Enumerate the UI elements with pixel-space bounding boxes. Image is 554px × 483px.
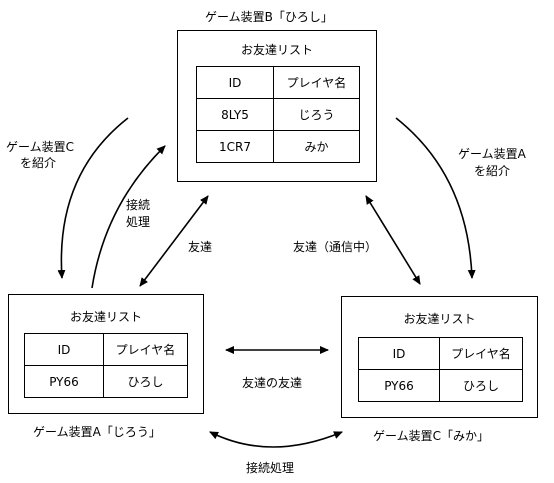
cell-player-name: じろう — [273, 98, 360, 131]
intro-a-arrow — [395, 117, 476, 279]
table-row: PY66 ひろし — [358, 369, 523, 402]
device-b-label: ゲーム装置B「ひろし」 — [205, 10, 333, 24]
col-header-player-name: プレイヤ名 — [103, 333, 188, 366]
device-a-box: お友達リスト ID プレイヤ名 PY66 ひろし — [8, 294, 204, 414]
col-header-id: ID — [196, 66, 274, 99]
connect-ab-arrow — [91, 145, 166, 289]
col-header-id: ID — [24, 333, 104, 366]
device-a-list-title: お友達リスト — [69, 310, 142, 324]
intro-c-label-line2: を紹介 — [20, 156, 57, 170]
device-b-box: お友達リスト ID プレイヤ名 8LY5 じろう 1CR7 みか — [177, 30, 377, 182]
intro-c-label-line1: ゲーム装置C — [6, 140, 75, 154]
cell-id: 1CR7 — [196, 130, 274, 163]
device-b-list-title: お友達リスト — [240, 43, 313, 57]
friend-bc-label: 友達（通信中） — [293, 240, 378, 254]
connect-ac-arrow — [209, 431, 343, 448]
connect-ab-label-line1: 接続 — [126, 198, 151, 212]
cell-player-name: ひろし — [103, 365, 188, 398]
cell-id: PY66 — [358, 369, 440, 402]
cell-player-name: ひろし — [439, 369, 523, 402]
intro-c-arrow — [57, 117, 129, 279]
table-row: 1CR7 みか — [196, 130, 360, 163]
cell-player-name: みか — [273, 130, 360, 163]
connect-ab-label-line2: 処理 — [126, 215, 151, 229]
friend-of-friend-label: 友達の友達 — [242, 376, 303, 390]
intro-a-label-line1: ゲーム装置A — [458, 147, 526, 161]
connect-ac-label: 接続処理 — [246, 461, 295, 475]
friend-ab-arrow — [139, 195, 209, 287]
device-c-box: お友達リスト ID プレイヤ名 PY66 ひろし — [341, 296, 538, 418]
device-a-friend-table: ID プレイヤ名 PY66 ひろし — [24, 333, 188, 398]
table-row: 8LY5 じろう — [196, 98, 360, 131]
friend-ab-label: 友達 — [188, 240, 213, 254]
col-header-player-name: プレイヤ名 — [273, 66, 360, 99]
friend-bc-arrow — [365, 195, 421, 285]
table-row: PY66 ひろし — [24, 365, 188, 398]
device-c-list-title: お友達リスト — [403, 312, 476, 326]
col-header-player-name: プレイヤ名 — [439, 337, 523, 370]
col-header-id: ID — [358, 337, 440, 370]
device-c-label: ゲーム装置C「みか」 — [373, 429, 490, 443]
device-a-label: ゲーム装置A「じろう」 — [33, 425, 161, 439]
intro-a-label-line2: を紹介 — [474, 164, 511, 178]
device-c-friend-table: ID プレイヤ名 PY66 ひろし — [358, 337, 523, 402]
cell-id: 8LY5 — [196, 98, 274, 131]
cell-id: PY66 — [24, 365, 104, 398]
device-b-friend-table: ID プレイヤ名 8LY5 じろう 1CR7 みか — [196, 66, 360, 163]
